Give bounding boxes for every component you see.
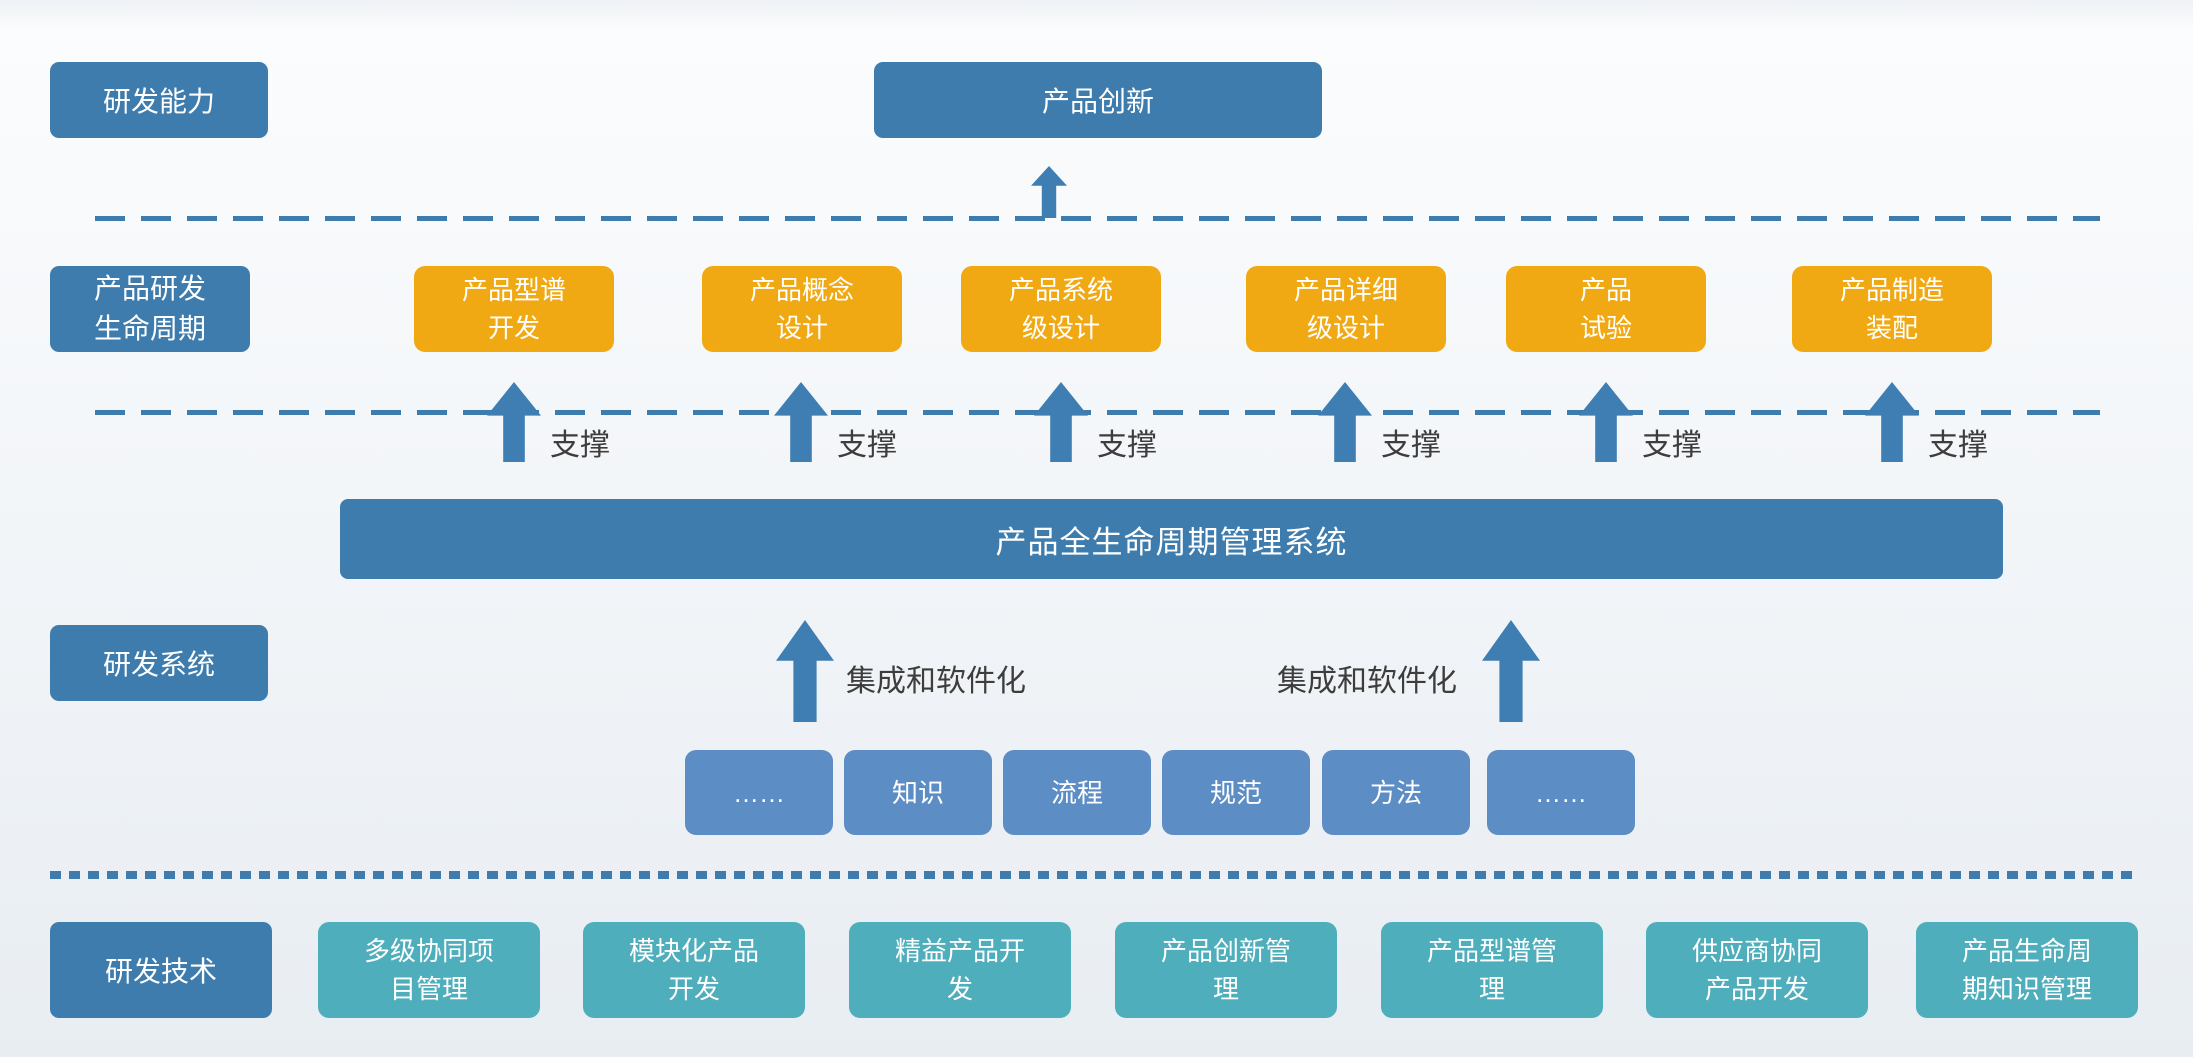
system-element-box: 知识 — [844, 750, 992, 835]
support-label: 支撑 — [550, 429, 610, 462]
capability-tier-label: 研发能力 — [50, 62, 268, 138]
support-arrow-icon — [774, 382, 828, 462]
integration-arrow-icon — [776, 620, 834, 722]
support-label: 支撑 — [837, 429, 897, 462]
technology-box: 供应商协同 产品开发 — [1646, 922, 1868, 1018]
technology-tier-label: 研发技术 — [50, 922, 272, 1018]
system-element-box: 方法 — [1322, 750, 1470, 835]
support-arrow-icon — [1865, 382, 1919, 462]
technology-box: 多级协同项 目管理 — [318, 922, 540, 1018]
support-arrow-icon — [1579, 382, 1633, 462]
stage-box: 产品系统 级设计 — [961, 266, 1161, 352]
integration-label: 集成和软件化 — [1277, 665, 1457, 698]
system-element-box: …… — [1487, 750, 1635, 835]
integration-arrow-icon — [1482, 620, 1540, 722]
stage-box: 产品制造 装配 — [1792, 266, 1992, 352]
support-label: 支撑 — [1928, 429, 1988, 462]
product-innovation-box: 产品创新 — [874, 62, 1322, 138]
system-element-box: 流程 — [1003, 750, 1151, 835]
lifecycle-tier-label: 产品研发 生命周期 — [50, 266, 250, 352]
support-arrow-icon — [1318, 382, 1372, 462]
support-arrow-icon — [1034, 382, 1088, 462]
support-label: 支撑 — [1097, 429, 1157, 462]
technology-box: 产品型谱管 理 — [1381, 922, 1603, 1018]
system-tier-label: 研发系统 — [50, 625, 268, 701]
plm-system-bar: 产品全生命周期管理系统 — [340, 499, 2003, 579]
dotted-divider-bottom — [50, 871, 2140, 879]
support-label: 支撑 — [1381, 429, 1441, 462]
stage-box: 产品详细 级设计 — [1246, 266, 1446, 352]
dashed-divider-top — [95, 216, 2100, 221]
stage-box: 产品概念 设计 — [702, 266, 902, 352]
stage-box: 产品型谱 开发 — [414, 266, 614, 352]
system-element-box: 规范 — [1162, 750, 1310, 835]
technology-box: 模块化产品 开发 — [583, 922, 805, 1018]
support-label: 支撑 — [1642, 429, 1702, 462]
technology-box: 产品创新管 理 — [1115, 922, 1337, 1018]
technology-box: 精益产品开 发 — [849, 922, 1071, 1018]
stage-box: 产品 试验 — [1506, 266, 1706, 352]
system-element-box: …… — [685, 750, 833, 835]
dashed-divider-middle — [95, 410, 2100, 415]
technology-box: 产品生命周 期知识管理 — [1916, 922, 2138, 1018]
up-arrow-icon — [1031, 166, 1067, 218]
support-arrow-icon — [487, 382, 541, 462]
integration-label: 集成和软件化 — [846, 665, 1026, 698]
